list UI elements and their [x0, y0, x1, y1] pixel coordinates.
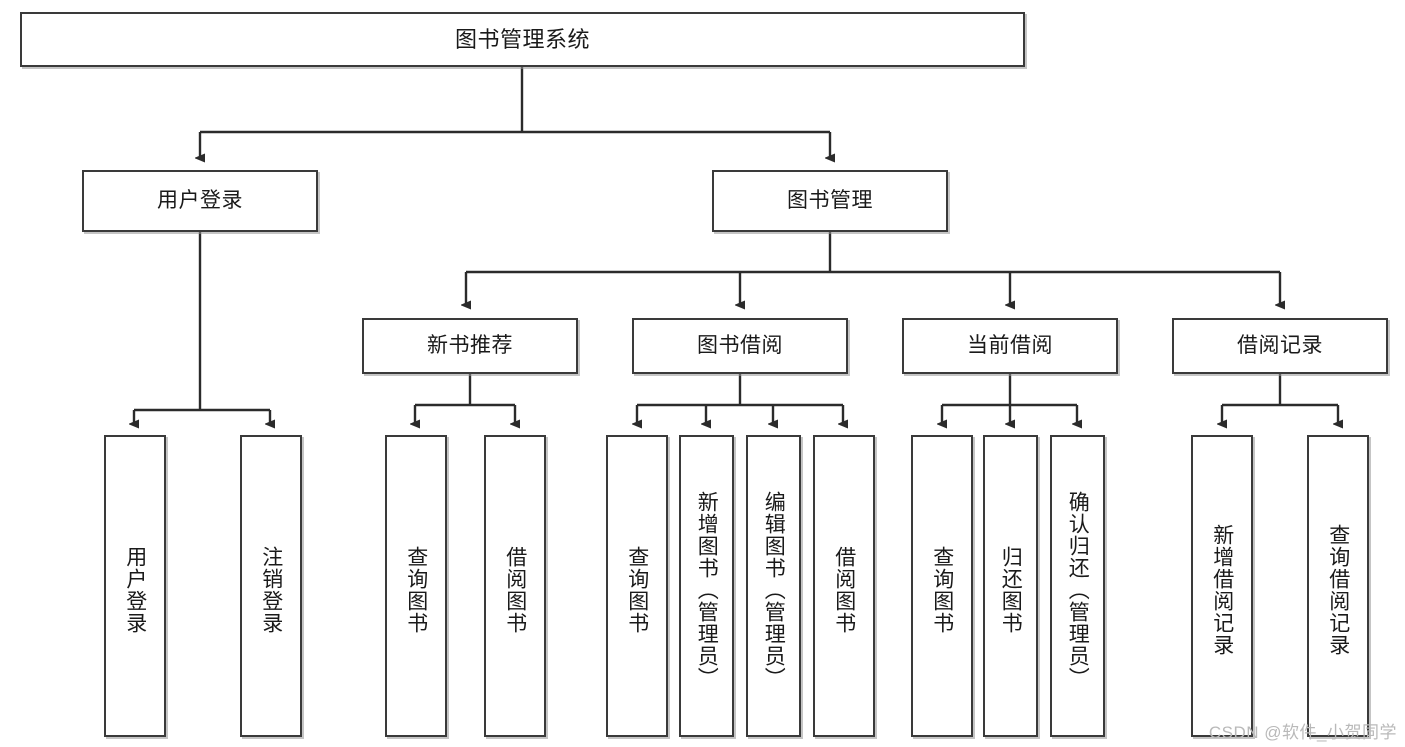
node-label: 确认归还（管理员）: [1066, 491, 1090, 689]
node-label: 借阅图书: [832, 546, 856, 634]
node-new-book-recommend[interactable]: 新书推荐: [362, 318, 578, 374]
leaf-query-book-current[interactable]: 查询图书: [911, 435, 973, 737]
leaf-query-book-recommend[interactable]: 查询图书: [385, 435, 447, 737]
node-label: 新增借阅记录: [1210, 524, 1234, 656]
node-label: 图书管理: [787, 188, 873, 212]
leaf-borrow-book-recommend[interactable]: 借阅图书: [484, 435, 546, 737]
node-book-management[interactable]: 图书管理: [712, 170, 948, 232]
node-root-system[interactable]: 图书管理系统: [20, 12, 1025, 67]
node-borrow-record[interactable]: 借阅记录: [1172, 318, 1388, 374]
leaf-query-book-borrow[interactable]: 查询图书: [606, 435, 668, 737]
leaf-confirm-return-admin[interactable]: 确认归还（管理员）: [1050, 435, 1105, 737]
node-label: 用户登录: [123, 546, 147, 634]
node-user-login[interactable]: 用户登录: [82, 170, 318, 232]
node-label: 编辑图书（管理员）: [762, 491, 786, 689]
leaf-return-book[interactable]: 归还图书: [983, 435, 1038, 737]
leaf-add-book-admin[interactable]: 新增图书（管理员）: [679, 435, 734, 737]
node-label: 查询图书: [930, 546, 954, 634]
node-book-borrow[interactable]: 图书借阅: [632, 318, 848, 374]
node-label: 新书推荐: [427, 333, 513, 357]
node-label: 新增图书（管理员）: [695, 491, 719, 689]
node-label: 借阅图书: [503, 546, 527, 634]
node-label: 查询借阅记录: [1326, 524, 1350, 656]
leaf-query-borrow-record[interactable]: 查询借阅记录: [1307, 435, 1369, 737]
node-label: 归还图书: [999, 546, 1023, 634]
leaf-logout[interactable]: 注销登录: [240, 435, 302, 737]
leaf-user-login[interactable]: 用户登录: [104, 435, 166, 737]
node-label: 查询图书: [404, 546, 428, 634]
leaf-add-borrow-record[interactable]: 新增借阅记录: [1191, 435, 1253, 737]
node-label: 借阅记录: [1237, 333, 1323, 357]
node-current-borrow[interactable]: 当前借阅: [902, 318, 1118, 374]
leaf-edit-book-admin[interactable]: 编辑图书（管理员）: [746, 435, 801, 737]
node-label: 当前借阅: [967, 333, 1053, 357]
node-label: 图书管理系统: [454, 26, 590, 52]
node-label: 注销登录: [259, 546, 283, 634]
node-label: 图书借阅: [697, 333, 783, 357]
watermark-text: CSDN @软件_小贺同学: [1208, 723, 1397, 742]
leaf-borrow-book[interactable]: 借阅图书: [813, 435, 875, 737]
node-label: 查询图书: [625, 546, 649, 634]
node-label: 用户登录: [157, 188, 243, 212]
